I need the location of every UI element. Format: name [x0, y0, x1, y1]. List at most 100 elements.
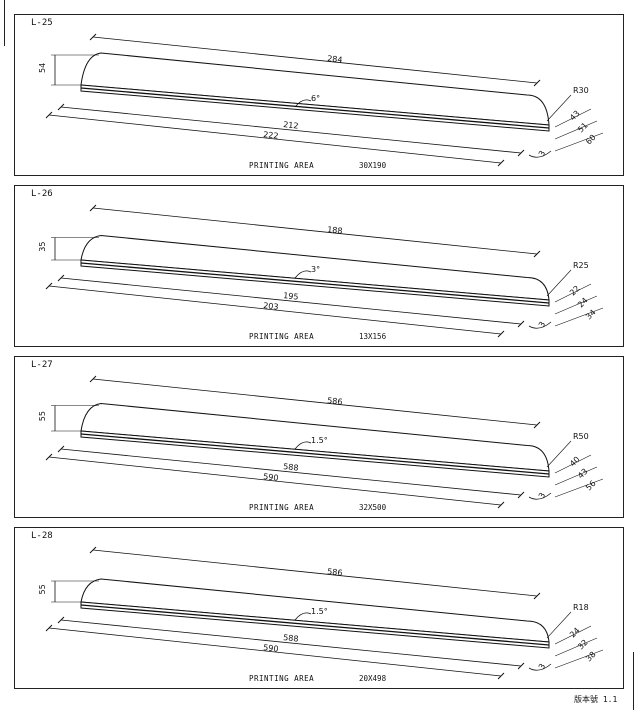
detail-arc: [528, 663, 552, 671]
mid-length-label: 212: [283, 120, 299, 131]
side-dim-label: 34: [584, 308, 598, 322]
radius-label: R25: [573, 261, 589, 270]
bottom-dim-line: [48, 114, 502, 164]
part-label: L-28: [31, 531, 53, 541]
side-dim-label: 24: [568, 626, 582, 640]
angle-arc: [294, 612, 312, 621]
side-dim-label: 43: [576, 467, 590, 481]
top-length-label: 586: [327, 567, 343, 578]
detail-arc: [528, 492, 552, 500]
angle-label: 3°: [311, 265, 320, 274]
dim-tick: [497, 330, 505, 338]
side-dim-line: [554, 454, 592, 474]
printing-area-label: PRINTING AREA: [249, 674, 315, 683]
side-dim-label: 43: [568, 109, 582, 123]
side-dim-line: [554, 120, 598, 140]
angle-label: 1.5°: [311, 607, 328, 616]
side-dim-label: 38: [584, 650, 598, 664]
angle-arc: [294, 270, 312, 279]
dim-tick: [517, 320, 525, 328]
dim-tick: [57, 103, 65, 111]
mid-dim-line: [60, 106, 522, 154]
bottom-length-label: 222: [263, 130, 279, 141]
radius-label: R30: [573, 86, 589, 95]
mid-length-label: 588: [283, 462, 299, 473]
detail-label: 3: [537, 662, 547, 671]
version-number: 版本號 1.1: [574, 695, 618, 704]
profile-body: [80, 234, 550, 301]
profile-base-edge: [80, 433, 550, 475]
printing-area-label: PRINTING AREA: [249, 503, 315, 512]
mid-dim-line: [60, 277, 522, 325]
profile-body: [80, 402, 550, 472]
dim-tick: [517, 662, 525, 670]
dim-tick: [517, 491, 525, 499]
angle-label: 1.5°: [311, 436, 328, 445]
right-margin-mark: [633, 652, 634, 710]
dim-tick: [89, 204, 97, 212]
top-length-label: 188: [327, 225, 343, 236]
side-dim-label: 22: [568, 284, 582, 298]
side-dim-line: [554, 637, 598, 657]
side-dim-line: [554, 625, 592, 645]
mid-dim-line: [60, 619, 522, 667]
bottom-dim-line: [48, 627, 502, 677]
mid-dim-line: [60, 448, 522, 496]
printing-area-label: PRINTING AREA: [249, 332, 315, 341]
bottom-dim-line: [48, 285, 502, 335]
bottom-length-label: 203: [263, 301, 279, 312]
dim-tick: [45, 453, 53, 461]
printing-area-size: 30X190: [359, 161, 387, 170]
dim-tick: [497, 159, 505, 167]
dim-tick: [45, 624, 53, 632]
dim-tick: [533, 421, 541, 429]
top-length-label: 586: [327, 396, 343, 407]
side-dim-line: [554, 466, 598, 486]
side-dim-label: 56: [584, 479, 598, 493]
height-label: 54: [38, 63, 47, 73]
part-label: L-26: [31, 189, 53, 199]
profile-body: [80, 52, 550, 126]
side-dim-line: [554, 307, 604, 327]
top-length-label: 284: [327, 54, 343, 65]
dim-tick: [57, 616, 65, 624]
side-dim-line: [554, 478, 604, 498]
part-label: L-25: [31, 18, 53, 28]
printing-area-size: 13X156: [359, 332, 387, 341]
height-label: 55: [38, 584, 47, 594]
dim-tick: [533, 79, 541, 87]
angle-arc: [294, 99, 312, 108]
dim-tick: [45, 282, 53, 290]
dim-tick: [533, 592, 541, 600]
side-dim-line: [554, 108, 592, 128]
part-label: L-27: [31, 360, 53, 370]
detail-label: 3: [537, 491, 547, 500]
printing-area-label: PRINTING AREA: [249, 161, 315, 170]
top-dim-line: [92, 36, 538, 84]
side-dim-label: 60: [584, 133, 598, 147]
radius-label: R50: [573, 432, 589, 441]
detail-arc: [528, 321, 552, 329]
dim-tick: [57, 274, 65, 282]
dim-tick: [89, 33, 97, 41]
profile-base-edge: [80, 604, 550, 646]
radius-leader: [546, 611, 572, 639]
radius-leader: [546, 440, 572, 468]
angle-arc: [294, 441, 312, 450]
side-dim-label: 24: [576, 296, 590, 310]
side-dim-line: [554, 283, 592, 303]
detail-label: 3: [537, 149, 547, 158]
dim-tick: [497, 501, 505, 509]
detail-arc: [528, 150, 552, 158]
printing-area-size: 20X498: [359, 674, 387, 683]
height-label: 55: [38, 411, 47, 421]
dim-tick: [89, 375, 97, 383]
dim-tick: [533, 250, 541, 258]
top-dim-line: [92, 378, 538, 426]
dim-tick: [57, 445, 65, 453]
bottom-length-label: 590: [263, 472, 279, 483]
mid-length-label: 195: [283, 291, 299, 302]
